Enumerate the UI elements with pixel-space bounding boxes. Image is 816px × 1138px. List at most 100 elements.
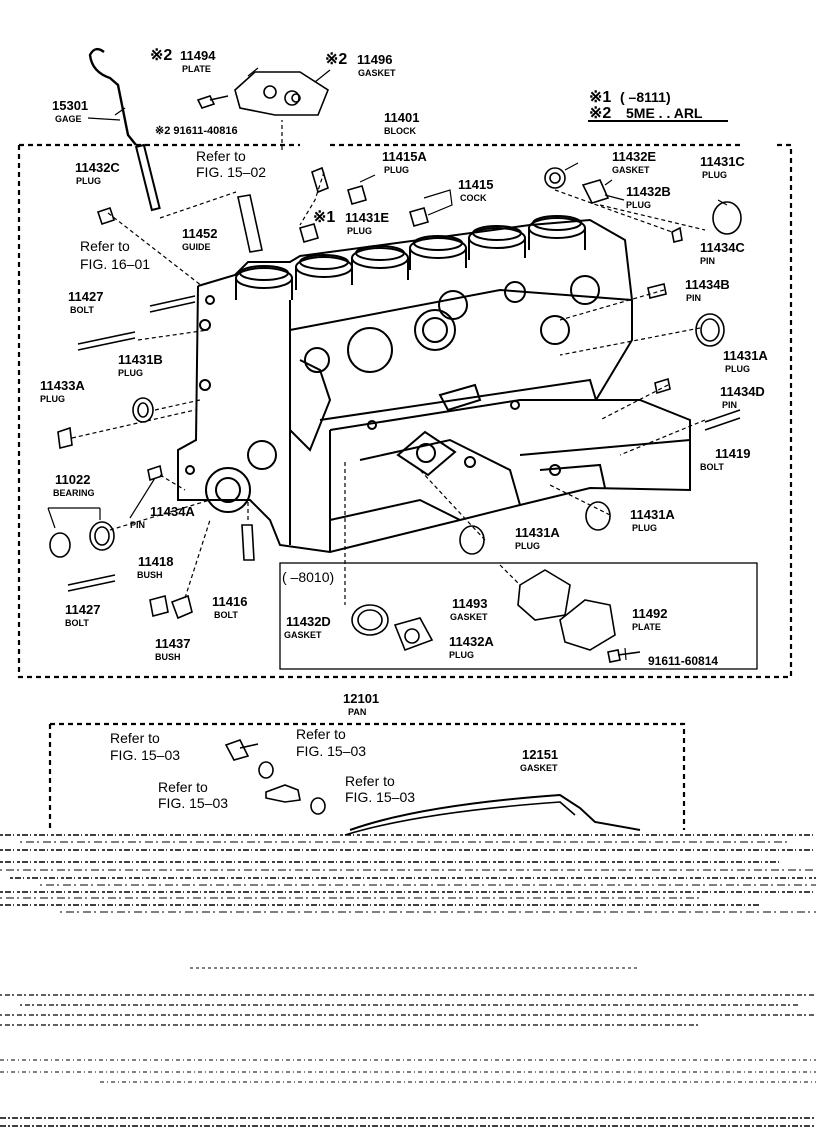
note-2-text: 5ME . . ARL bbox=[626, 105, 703, 121]
label-11415-name: COCK bbox=[460, 193, 487, 203]
label-11432b-part: 11432B bbox=[626, 184, 671, 199]
label-11419-part: 11419 bbox=[715, 446, 750, 461]
label-11022-part: 11022 bbox=[55, 472, 90, 487]
label-11427-top-part: 11427 bbox=[68, 289, 103, 304]
label-11431a-mid-part: 11431A bbox=[630, 507, 675, 522]
plate-name: PLATE bbox=[182, 64, 211, 74]
label-11415a-part: 11415A bbox=[382, 149, 427, 164]
label-11437-name: BUSH bbox=[155, 652, 181, 662]
label-11431b-part: 11431B bbox=[118, 352, 163, 367]
block-boundary bbox=[17, 143, 793, 679]
pan-boundary bbox=[48, 722, 686, 830]
label-11431a-right-part: 11431A bbox=[723, 348, 768, 363]
label-11434c-part: 11434C bbox=[700, 240, 745, 255]
inset-11493-name: GASKET bbox=[450, 612, 488, 622]
label-11427-bottom-part: 11427 bbox=[65, 602, 100, 617]
label-11432e-part: 11432E bbox=[612, 149, 656, 164]
inset-11432a-name: PLUG bbox=[449, 650, 474, 660]
label-11432c-part: 11432C bbox=[75, 160, 120, 175]
label-11416-name: BOLT bbox=[214, 610, 238, 620]
gasket-name: GASKET bbox=[358, 68, 396, 78]
label-11452-name: GUIDE bbox=[182, 242, 211, 252]
gasket-part-number: 11496 bbox=[357, 52, 392, 67]
label-11431a-low-part: 11431A bbox=[515, 525, 560, 540]
ref-15-03-d-line2: FIG. 15–03 bbox=[345, 789, 415, 805]
small-parts bbox=[49, 47, 742, 836]
label-11452-part: 11452 bbox=[182, 226, 217, 241]
plate-part-number: 11494 bbox=[180, 48, 216, 63]
block-part-number: 11401 bbox=[384, 110, 419, 125]
label-11437-part: 11437 bbox=[155, 636, 190, 651]
label-11415-part: 11415 bbox=[458, 177, 493, 192]
ref-15-03-c-line2: FIG. 15–03 bbox=[158, 795, 228, 811]
inset-bolt: 91611-60814 bbox=[648, 654, 718, 668]
inset-11493-part: 11493 bbox=[452, 596, 487, 611]
label-11431c-name: PLUG bbox=[702, 170, 727, 180]
label-11432e-name: GASKET bbox=[612, 165, 650, 175]
label-11431e-name: PLUG bbox=[347, 226, 372, 236]
block-labels: 11432C PLUG 11415A PLUG 11415 COCK 11432… bbox=[40, 149, 768, 662]
inset-11492-name: PLATE bbox=[632, 622, 661, 632]
label-11434a-name: PIN bbox=[130, 520, 145, 530]
label-11434b-part: 11434B bbox=[685, 277, 730, 292]
ref-15-03-a-line2: FIG. 15–03 bbox=[110, 747, 180, 763]
note-1-mark: ※1 bbox=[589, 89, 611, 106]
label-11431a-right-name: PLUG bbox=[725, 364, 750, 374]
inset-range: ( –8010) bbox=[282, 569, 334, 585]
label-11431a-mid-name: PLUG bbox=[632, 523, 657, 533]
pan-gasket-name: GASKET bbox=[520, 763, 558, 773]
engine-block-drawing bbox=[177, 215, 691, 554]
gasket-mark: ※2 bbox=[325, 51, 347, 68]
label-11418-part: 11418 bbox=[138, 554, 173, 569]
leader-lines bbox=[71, 120, 706, 605]
label-11433a-name: PLUG bbox=[40, 394, 65, 404]
block-name: BLOCK bbox=[384, 126, 416, 136]
ref-16-01-line1: Refer to bbox=[80, 238, 130, 254]
plate-mark: ※2 bbox=[150, 47, 172, 64]
label-11433a-part: 11433A bbox=[40, 378, 85, 393]
ref-15-03-b-line1: Refer to bbox=[296, 726, 346, 742]
inset-11432d-part: 11432D bbox=[286, 614, 331, 629]
label-11419-name: BOLT bbox=[700, 462, 724, 472]
note-1-range: ( –8111) bbox=[620, 89, 671, 105]
label-11415a-name: PLUG bbox=[384, 165, 409, 175]
label-11431c-part: 11431C bbox=[700, 154, 745, 169]
ref-15-03-a-line1: Refer to bbox=[110, 730, 160, 746]
label-11434b-name: PIN bbox=[686, 293, 701, 303]
label-11434c-name: PIN bbox=[700, 256, 715, 266]
bolt-ref: ※2 91611-40816 bbox=[155, 125, 238, 137]
label-11022-name: BEARING bbox=[53, 488, 95, 498]
label-11418-name: BUSH bbox=[137, 570, 163, 580]
label-11431a-low-name: PLUG bbox=[515, 541, 540, 551]
ref-15-03-c-line1: Refer to bbox=[158, 779, 208, 795]
pan-name: PAN bbox=[348, 707, 366, 717]
label-11434d-name: PIN bbox=[722, 400, 737, 410]
mark-1: ※1 bbox=[313, 209, 335, 226]
label-11432b-name: PLUG bbox=[626, 200, 651, 210]
plate-drawing bbox=[234, 71, 329, 116]
inset-box bbox=[279, 562, 758, 670]
note-2-mark: ※2 bbox=[589, 105, 611, 122]
leader-lines-solid bbox=[47, 67, 728, 661]
gage-name: GAGE bbox=[55, 114, 82, 124]
label-11432c-name: PLUG bbox=[76, 176, 101, 186]
pan-gasket-part-number: 12151 bbox=[522, 747, 558, 762]
pan-part-number: 12101 bbox=[343, 691, 379, 706]
ref-15-03-d-line1: Refer to bbox=[345, 773, 395, 789]
scan-noise bbox=[0, 834, 816, 1127]
inset-11432a-part: 11432A bbox=[449, 634, 494, 649]
label-11427-bottom-name: BOLT bbox=[65, 618, 89, 628]
inset-11492-part: 11492 bbox=[632, 606, 667, 621]
label-11431b-name: PLUG bbox=[118, 368, 143, 378]
label-11427-top-name: BOLT bbox=[70, 305, 94, 315]
ref-15-02-line2: FIG. 15–02 bbox=[196, 164, 266, 180]
inset-11432d-name: GASKET bbox=[284, 630, 322, 640]
label-11434a-part: 11434A bbox=[150, 504, 195, 519]
gage-drawing bbox=[88, 47, 137, 146]
ref-16-01-line2: FIG. 16–01 bbox=[80, 256, 150, 272]
label-11431e-part: 11431E bbox=[345, 210, 389, 225]
gage-part-number: 15301 bbox=[52, 98, 88, 113]
label-11416-part: 11416 bbox=[212, 594, 247, 609]
ref-15-03-b-line2: FIG. 15–03 bbox=[296, 743, 366, 759]
